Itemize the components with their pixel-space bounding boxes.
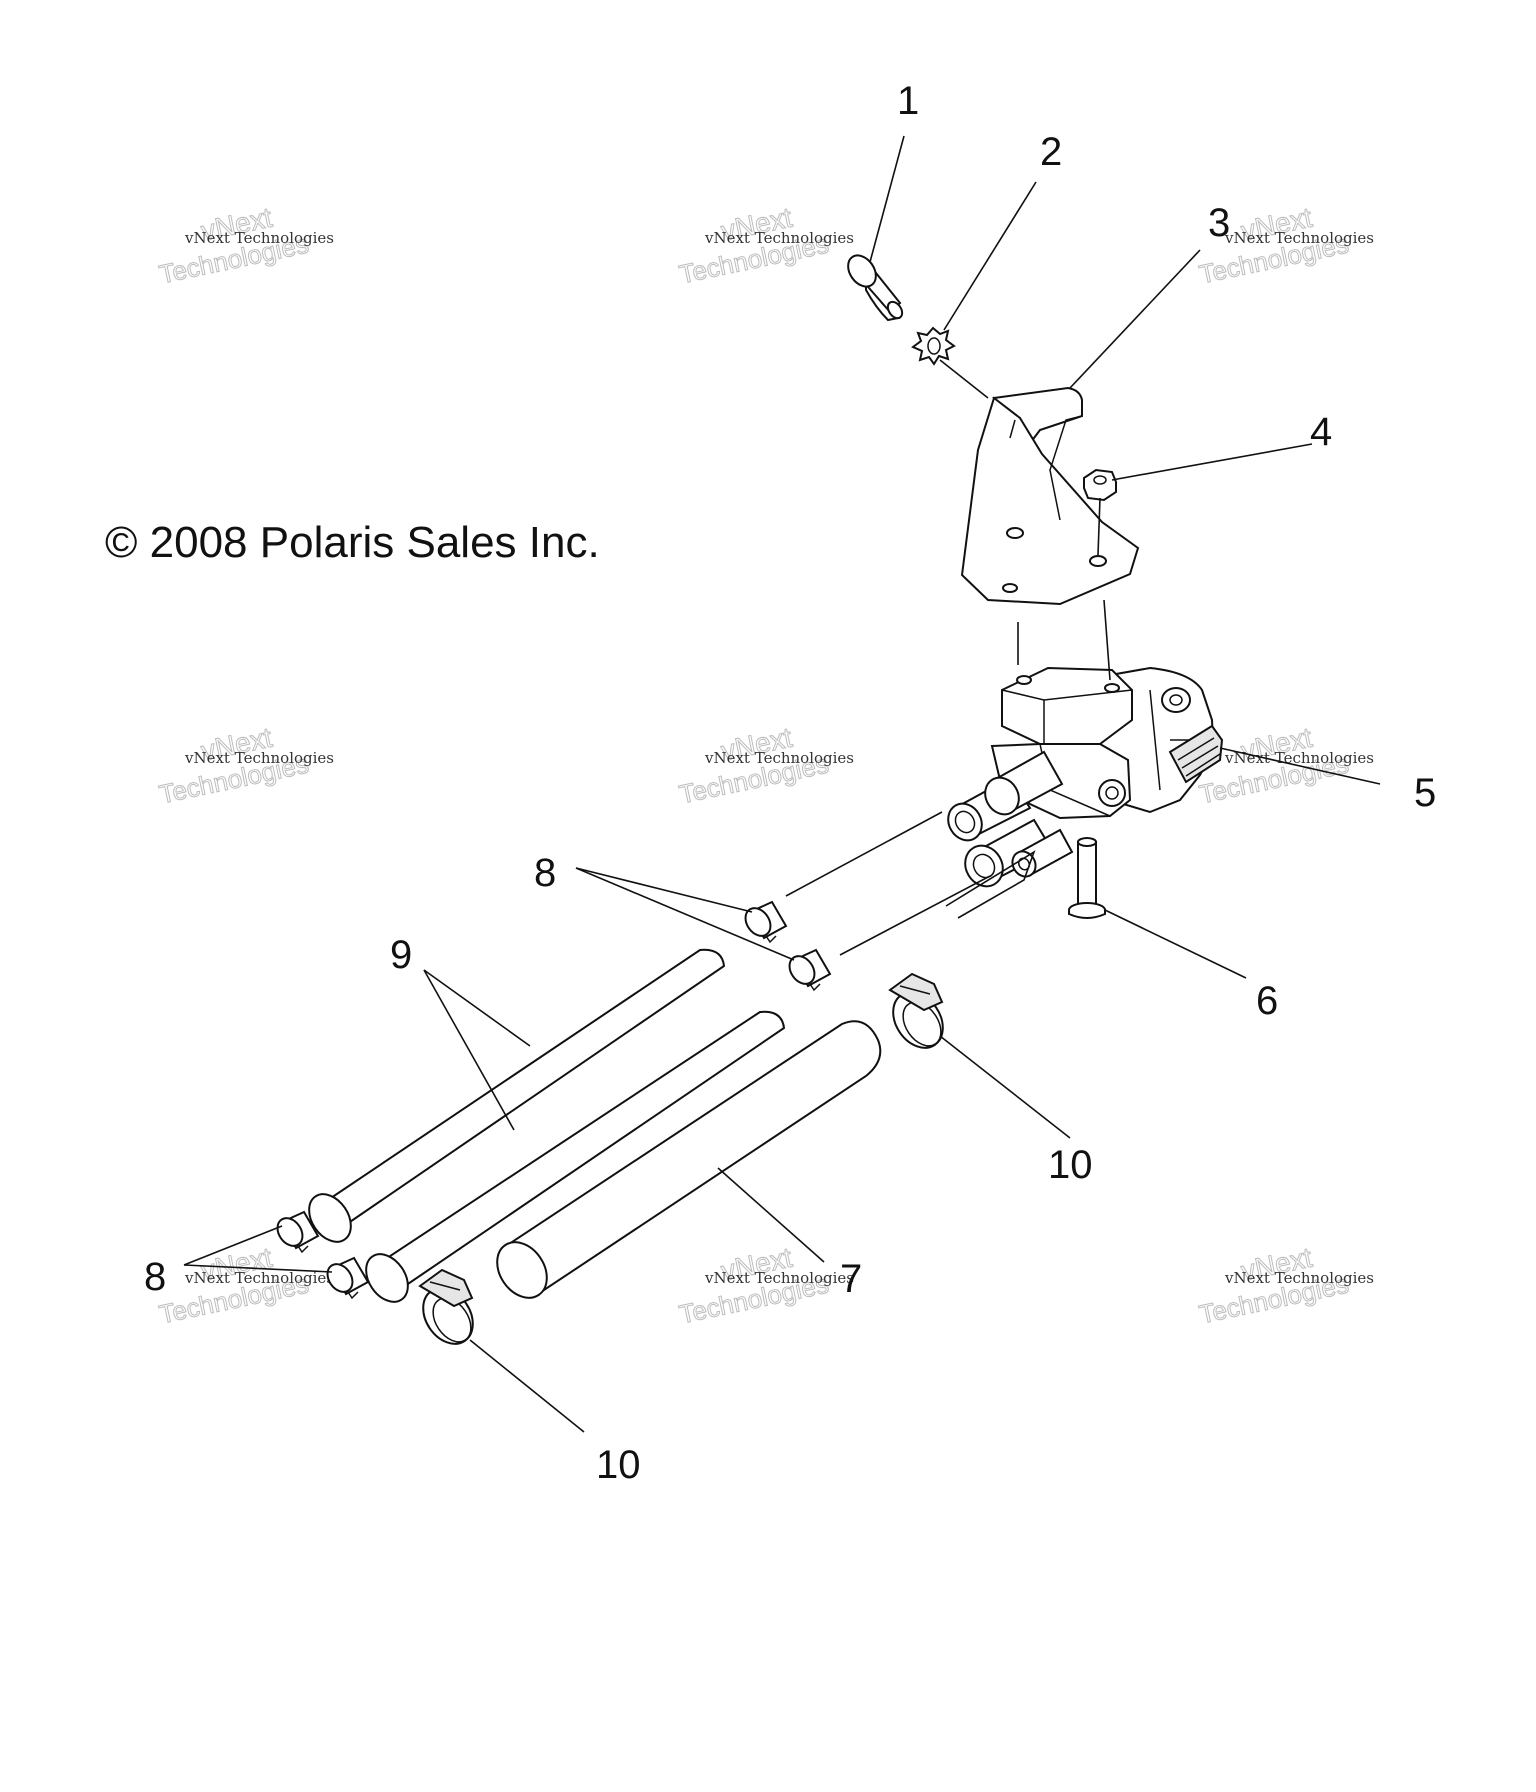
watermark-text: vNext Technologies [184, 749, 334, 767]
callout-3: 3 [1208, 201, 1230, 245]
callout-4: 4 [1310, 410, 1332, 454]
part-2-star-washer[interactable] [911, 326, 956, 366]
valve-nipple [1011, 828, 1074, 878]
watermark-text: vNext Technologies [704, 1269, 854, 1287]
callout-8-upper: 8 [534, 851, 556, 895]
callout-10-lower: 10 [596, 1443, 641, 1487]
watermark-text: vNext Technologies [704, 749, 854, 767]
part-10-band-clamp[interactable] [883, 972, 953, 1057]
part-8-clamp[interactable] [784, 948, 832, 992]
part-1-bolt[interactable] [842, 250, 905, 322]
callout-7: 7 [840, 1257, 862, 1301]
callout-6: 6 [1256, 979, 1278, 1023]
watermark-text: vNext Technologies [1224, 229, 1374, 247]
assembly-lines [785, 359, 1111, 956]
watermark-text: vNext Technologies [184, 229, 334, 247]
callout-10-upper: 10 [1048, 1143, 1093, 1187]
copyright-notice: © 2008 Polaris Sales Inc. [105, 518, 600, 567]
part-8-clamp[interactable] [740, 900, 788, 944]
watermark-text: vNext Technologies [184, 1269, 334, 1287]
part-8-clamp[interactable] [272, 1210, 320, 1254]
part-9-hose[interactable] [358, 1010, 786, 1310]
part-5-valve-assembly[interactable] [942, 666, 1224, 893]
part-8-clamp[interactable] [322, 1256, 370, 1300]
callout-8-lower: 8 [144, 1255, 166, 1299]
valve-nipple [984, 750, 1064, 816]
callout-leaders [183, 135, 1381, 1433]
callout-9: 9 [390, 933, 412, 977]
watermark-text: vNext Technologies [1224, 1269, 1374, 1287]
part-10-band-clamp[interactable] [413, 1268, 483, 1353]
part-9-hose[interactable] [301, 948, 726, 1250]
callout-2: 2 [1040, 130, 1062, 174]
callout-1: 1 [897, 79, 919, 123]
watermark-top-right: vNext Technologies [1196, 201, 1352, 290]
part-3-bracket[interactable] [960, 386, 1140, 606]
part-4-nut[interactable] [1082, 468, 1118, 502]
part-7-hose[interactable] [487, 1020, 882, 1307]
part-6-bolt[interactable] [1068, 837, 1106, 919]
watermark-text: vNext Technologies [1224, 749, 1374, 767]
watermark-text: vNext Technologies [704, 229, 854, 247]
callout-5: 5 [1414, 771, 1436, 815]
